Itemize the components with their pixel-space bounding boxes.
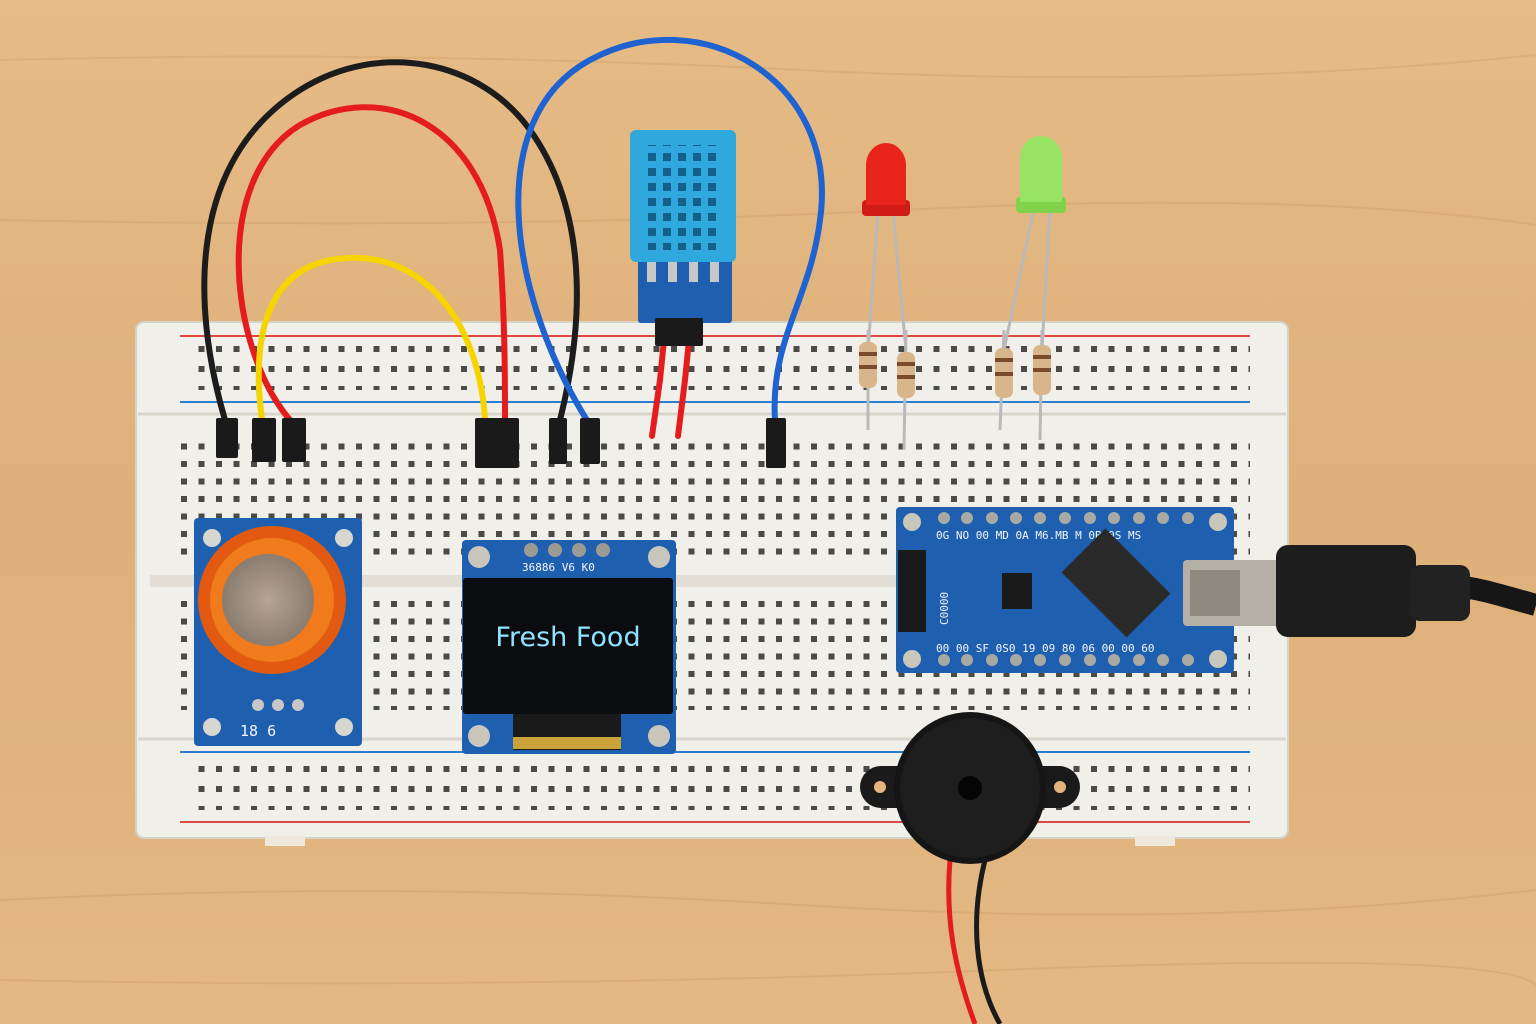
- breadboard: [135, 321, 1289, 846]
- top-rail-holes: [190, 345, 1250, 390]
- bottom-rail-holes: [190, 765, 1250, 810]
- gas-sensor-pin-label: 18 6: [240, 722, 276, 740]
- reset-button-header: [898, 550, 926, 632]
- nano-side-label: C0000: [938, 592, 951, 625]
- nano-bottom-pin-labels: 00 00 SF 0S0 19 09 80 06 00 00 60: [936, 642, 1155, 655]
- buzzer-red-wire: [946, 859, 978, 1024]
- green-led: [1002, 136, 1066, 351]
- black-wire: [201, 59, 580, 423]
- arduino-nano-board: 0G NO 00 MD 0A M6.MB M 0B 0S MS 00 00 SF…: [896, 507, 1283, 673]
- dht-red-wire-2: [675, 327, 693, 439]
- usb-cable: [1276, 545, 1536, 637]
- oled-pin-label: 36886 V6 K0: [522, 561, 595, 574]
- oled-screen-text: Fresh Food: [495, 622, 640, 653]
- piezo-buzzer: [860, 712, 1080, 1024]
- dht-red-wire-1: [649, 327, 668, 439]
- gas-sensor-mesh: [222, 554, 314, 646]
- wood-grain: [0, 54, 1536, 986]
- red-led: [862, 143, 910, 351]
- nano-top-pin-labels: 0G NO 00 MD 0A M6.MB M 0B 0S MS: [936, 529, 1141, 542]
- oled-display-module: 36886 V6 K0 Fresh Food: [462, 540, 676, 754]
- jumper-wires: [201, 36, 825, 468]
- yellow-wire: [255, 254, 488, 423]
- red-wire: [235, 104, 508, 423]
- microcontroller-chip: [1061, 528, 1171, 638]
- buzzer-black-wire: [974, 859, 1003, 1024]
- blue-wire: [515, 36, 825, 428]
- dht-temperature-humidity-sensor: [630, 130, 736, 323]
- resistors: [859, 329, 1051, 451]
- gas-sensor-module: 18 6: [194, 518, 362, 746]
